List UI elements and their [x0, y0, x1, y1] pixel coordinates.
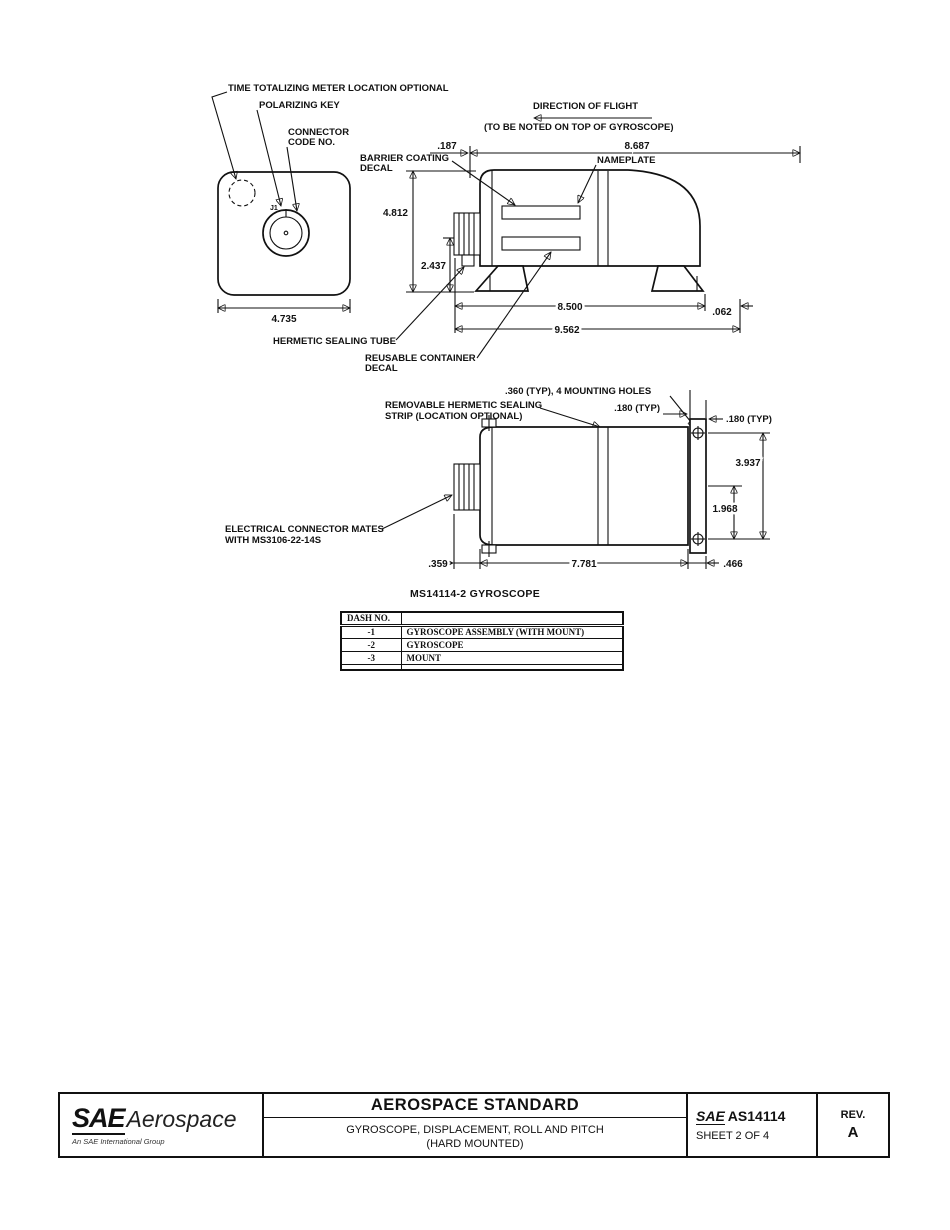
- gyroscope-front-view: J1 TIME TOTALIZING METER LOCATION OPTION…: [211, 83, 449, 325]
- document-type-title: AEROSPACE STANDARD: [264, 1094, 686, 1118]
- connector-code-text: J1: [270, 205, 278, 212]
- connector-center-dot: [283, 230, 289, 236]
- revision-cell: REV. A: [816, 1094, 888, 1156]
- mount-foot-left: [474, 265, 530, 292]
- nameplate-slot-lower: [501, 236, 581, 251]
- dim-4812: 4.812: [383, 208, 408, 219]
- time-meter-location-circle: [228, 179, 256, 207]
- label-hermetic-sealing-tube: HERMETIC SEALING TUBE: [273, 336, 396, 347]
- dim-9562: 9.562: [554, 325, 579, 336]
- sae-logo-mark-small: SAE: [696, 1108, 725, 1125]
- label-mounting-holes: .360 (TYP), 4 MOUNTING HOLES: [505, 386, 651, 397]
- dim-180-typ-right: .180 (TYP): [726, 414, 772, 425]
- label-time-meter: TIME TOTALIZING METER LOCATION OPTIONAL: [228, 83, 449, 94]
- label-polarizing-key: POLARIZING KEY: [259, 100, 340, 111]
- dim-062: .062: [712, 307, 732, 318]
- description-cell: GYROSCOPE ASSEMBLY (WITH MOUNT): [400, 624, 624, 639]
- dash-cell: -3: [340, 650, 402, 665]
- bottom-body-outline: [479, 426, 689, 546]
- leader-reusable-container: [476, 252, 551, 359]
- label-barrier-coating-line2: DECAL: [360, 163, 393, 174]
- standard-number: AS14114: [727, 1108, 786, 1124]
- dash-no-header: DASH NO.: [340, 611, 402, 627]
- sae-logo-mark: SAE: [72, 1102, 126, 1135]
- leader-time-meter: [211, 91, 236, 179]
- mounting-flange: [689, 418, 707, 554]
- leader-hermetic-tube: [395, 267, 464, 341]
- hermetic-sealing-tube: [461, 254, 475, 267]
- label-electrical-connector-line1: ELECTRICAL CONNECTOR MATES: [225, 524, 384, 535]
- leader-polarizing-key: [256, 109, 281, 206]
- electrical-connector: [453, 463, 481, 511]
- document-subtitle-line2: (HARD MOUNTED): [426, 1138, 524, 1150]
- dim-359: .359: [428, 559, 448, 570]
- gyroscope-side-view: DIRECTION OF FLIGHT (TO BE NOTED ON TOP …: [273, 101, 800, 374]
- label-direction-note: (TO BE NOTED ON TOP OF GYROSCOPE): [484, 122, 674, 133]
- gyroscope-bottom-view: .360 (TYP), 4 MOUNTING HOLES .180 (TYP) …: [225, 386, 772, 600]
- label-direction-of-flight: DIRECTION OF FLIGHT: [533, 101, 638, 112]
- description-cell: MOUNT: [400, 650, 624, 665]
- label-barrier-coating-line1: BARRIER COATING: [360, 153, 449, 164]
- revision-label: REV.: [840, 1109, 866, 1121]
- table-spacer-row: [340, 663, 624, 671]
- nameplate-slot-upper: [501, 205, 581, 220]
- label-reusable-container-line1: REUSABLE CONTAINER: [365, 353, 476, 364]
- sae-logo-tagline: An SAE International Group: [72, 1136, 165, 1146]
- description-cell: GYROSCOPE: [400, 637, 624, 652]
- label-connector-code-line2: CODE NO.: [288, 137, 335, 148]
- gyroscope-engineering-drawing: J1 TIME TOTALIZING METER LOCATION OPTION…: [211, 83, 950, 600]
- label-electrical-connector-line2: WITH MS3106-22-14S: [225, 535, 321, 546]
- dim-8687: 8.687: [624, 141, 649, 152]
- table-row: -3 MOUNT: [340, 650, 624, 665]
- label-connector-code-line1: CONNECTOR: [288, 127, 349, 138]
- label-sealing-strip-line1: REMOVABLE HERMETIC SEALING: [385, 400, 542, 411]
- dim-187: .187: [437, 141, 457, 152]
- dim-2437: 2.437: [421, 261, 446, 272]
- drawing-caption: MS14114-2 GYROSCOPE: [410, 588, 540, 600]
- dim-1968: 1.968: [712, 504, 737, 515]
- label-nameplate: NAMEPLATE: [597, 155, 655, 166]
- document-subtitle: GYROSCOPE, DISPLACEMENT, ROLL AND PITCH …: [264, 1118, 686, 1156]
- dash-cell: -1: [340, 624, 402, 639]
- title-cell: AEROSPACE STANDARD GYROSCOPE, DISPLACEME…: [262, 1094, 686, 1156]
- revision-value: A: [847, 1124, 859, 1141]
- dim-466: .466: [723, 559, 743, 570]
- dim-8500: 8.500: [557, 302, 582, 313]
- aerospace-logo-text: Aerospace: [126, 1105, 237, 1132]
- document-subtitle-line1: GYROSCOPE, DISPLACEMENT, ROLL AND PITCH: [346, 1123, 604, 1136]
- dash-cell: -2: [340, 637, 402, 652]
- leader-barrier-coating: [451, 160, 515, 205]
- label-sealing-strip-line2: STRIP (LOCATION OPTIONAL): [385, 411, 522, 422]
- dim-180-typ-left: .180 (TYP): [614, 403, 660, 414]
- leader-nameplate: [578, 164, 597, 203]
- dash-number-table: DASH NO. -1 GYROSCOPE ASSEMBLY (WITH MOU…: [340, 611, 624, 671]
- table-header-row: DASH NO.: [340, 611, 624, 627]
- description-header: [400, 611, 624, 627]
- dim-7781: 7.781: [571, 559, 596, 570]
- table-row: -2 GYROSCOPE: [340, 637, 624, 652]
- leader-sealing-strip: [539, 407, 600, 427]
- table-row: -1 GYROSCOPE ASSEMBLY (WITH MOUNT): [340, 624, 624, 639]
- electrical-connector: [453, 212, 481, 256]
- sheet-number: SHEET 2 OF 4: [696, 1130, 770, 1142]
- dim-4735: 4.735: [271, 314, 296, 325]
- leader-connector-code: [286, 146, 297, 211]
- dim-3937: 3.937: [735, 458, 760, 469]
- label-reusable-container-line2: DECAL: [365, 363, 398, 374]
- leader-electrical-connector: [381, 494, 452, 530]
- mount-foot-right: [650, 265, 705, 292]
